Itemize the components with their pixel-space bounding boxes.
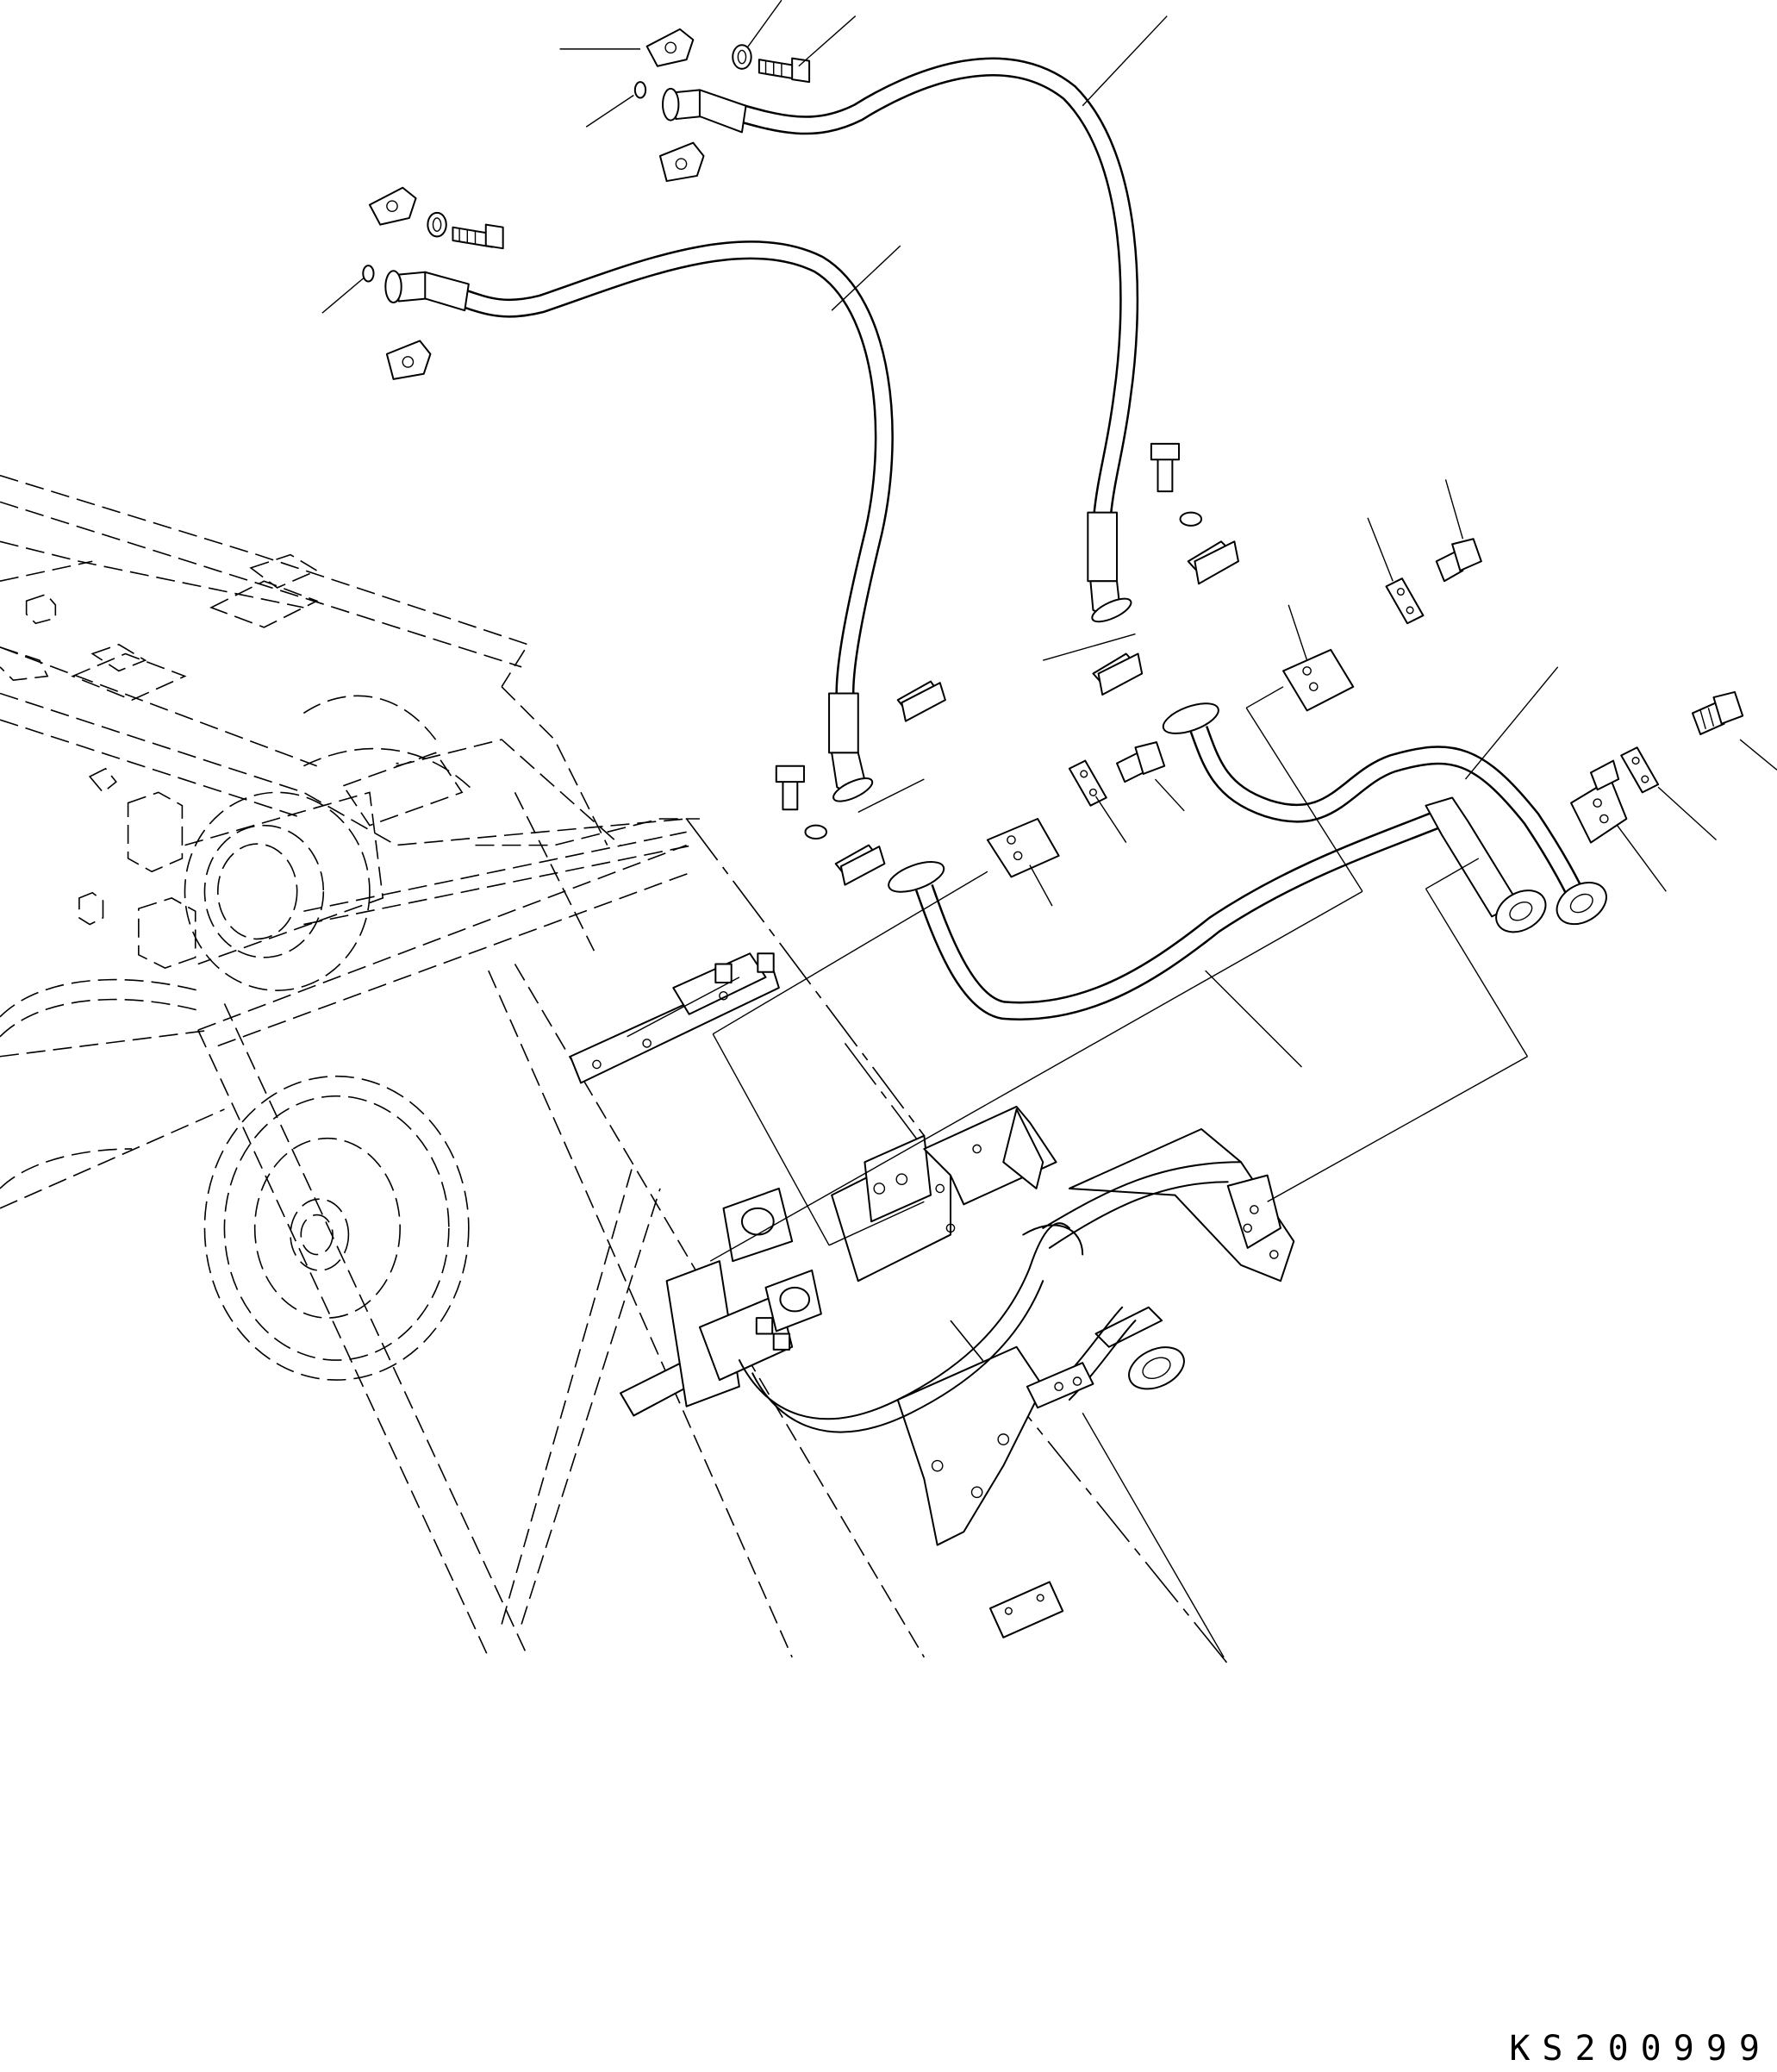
- o-ring: [363, 82, 645, 281]
- tube-clamp: [836, 541, 1238, 884]
- hose-lower: [385, 250, 884, 806]
- boom-structure: [0, 476, 924, 1657]
- leader-lines: [322, 0, 1777, 1657]
- hose-upper: [663, 67, 1134, 627]
- tube-assembly-left: [885, 797, 1553, 1010]
- split-flange-half: [370, 29, 704, 379]
- flange-bolt: [452, 59, 1179, 810]
- lock-washer: [427, 45, 1201, 839]
- cover-plate: [990, 1582, 1063, 1637]
- center-lines: [687, 819, 1228, 1663]
- clamp-bolt: [1117, 539, 1743, 782]
- drawing-code-label: KS200999: [1509, 2029, 1772, 2069]
- arm-cylinder-mount: [571, 953, 1294, 1545]
- clamp-plate: [988, 578, 1658, 877]
- tube-assembly-right: [1159, 697, 1613, 933]
